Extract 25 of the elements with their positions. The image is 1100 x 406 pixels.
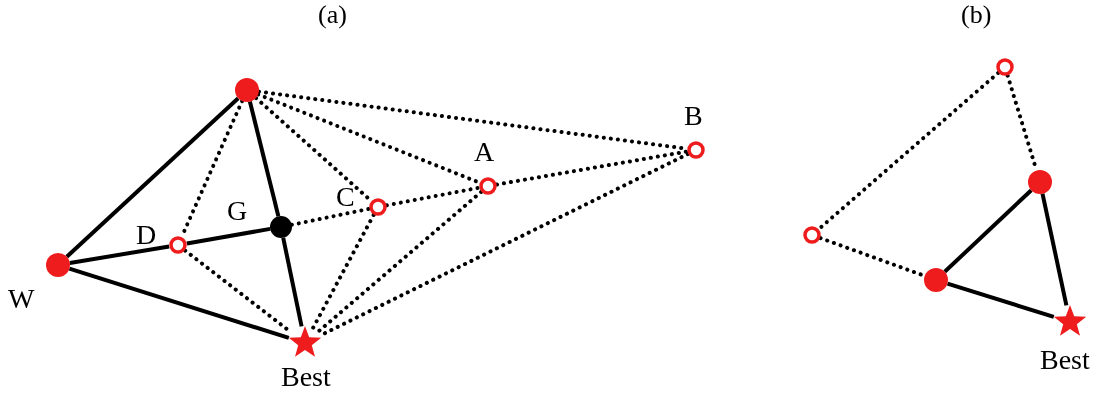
- solid-line: [68, 266, 290, 340]
- dotted-line: [289, 206, 372, 227]
- dotted-line: [311, 212, 376, 330]
- point-label: A: [474, 138, 495, 166]
- solid-line: [65, 96, 240, 259]
- point-label: G: [227, 197, 248, 225]
- solid-line: [69, 244, 170, 265]
- dotted-line: [816, 70, 1001, 232]
- solid-line: [186, 226, 271, 246]
- solid-line: [1040, 193, 1069, 306]
- point-label: C: [336, 183, 355, 211]
- solid-line: [281, 237, 304, 327]
- point-label: Best: [1040, 346, 1090, 374]
- point-label: W: [8, 285, 35, 313]
- dotted-line: [384, 185, 482, 208]
- solid-line: [943, 188, 1033, 274]
- solid-line: [946, 281, 1055, 319]
- panel-label: (b): [961, 2, 992, 28]
- dotted-line: [494, 149, 690, 187]
- solid-line: [247, 101, 281, 217]
- dotted-line: [315, 189, 484, 334]
- point-label: B: [684, 102, 703, 130]
- panel-label: (a): [318, 2, 347, 28]
- point-label: D: [136, 221, 157, 249]
- point-label: Best: [281, 363, 331, 391]
